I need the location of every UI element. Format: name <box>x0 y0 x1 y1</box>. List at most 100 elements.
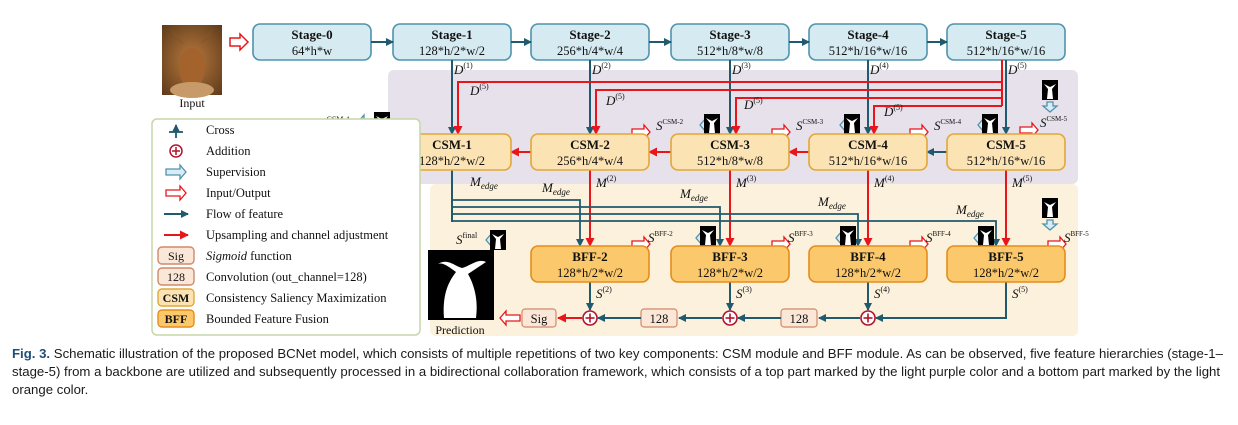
gt-map-silhouette <box>702 230 714 245</box>
csm-box-tag: CSM <box>163 291 190 305</box>
s-symbol-5: S(5) <box>1012 285 1028 301</box>
bff-2-box-title: BFF-2 <box>572 249 607 264</box>
gt-map-silhouette <box>492 234 504 249</box>
stage-5-box-dims: 512*h/16*w/16 <box>967 44 1045 58</box>
s-csm-5-symbol: SCSM-5 <box>1040 115 1068 130</box>
bff-box <box>157 309 195 328</box>
legend-item-sig-box: Sig Sigmoid function <box>157 246 293 265</box>
sig-box <box>521 308 557 328</box>
gt-icon-bff-4 <box>978 226 994 246</box>
figure-caption: Fig. 3. Schematic illustration of the pr… <box>12 345 1226 399</box>
d-symbol-4: D(4) <box>869 61 889 77</box>
m-edge-arrow <box>452 213 862 247</box>
s-symbol-3: S(3) <box>736 285 752 301</box>
conv-label: 128 <box>790 312 809 326</box>
stage-1-box-title: Stage-1 <box>431 27 472 42</box>
prediction-final-map <box>428 250 494 320</box>
d-symbol-5: D(5) <box>1007 61 1027 77</box>
gt-map-silhouette <box>706 118 718 133</box>
legend-label: Supervision <box>206 165 266 179</box>
s-bff-3-symbol: SBFF-3 <box>788 230 813 245</box>
bff-4-box-frame <box>808 245 928 283</box>
caption-label: Fig. 3. <box>12 346 51 361</box>
d-symbol-3: D(3) <box>731 61 751 77</box>
csm-1-box-dims: 128*h/2*w/2 <box>419 154 485 168</box>
d5-upsample-arrow <box>869 105 1002 135</box>
stage-4-box-dims: 512*h/16*w/16 <box>829 44 907 58</box>
csm-4-box-dims: 512*h/16*w/16 <box>829 154 907 168</box>
caption-text: Schematic illustration of the proposed B… <box>12 346 1223 397</box>
d5-symbol-a: D(5) <box>469 82 489 98</box>
bff-3-box-frame <box>670 245 790 283</box>
csm-3-box-frame <box>670 133 790 171</box>
final-output-arrow <box>499 309 521 327</box>
s-final-symbol: Sfinal <box>456 231 478 247</box>
m-edge-arrow <box>452 199 584 247</box>
s-symbol-4: S(4) <box>874 285 890 301</box>
supervision-arrow <box>1041 219 1059 231</box>
gt-map-silhouette <box>1044 84 1056 99</box>
m-edge-symbol-3: Medge <box>679 186 708 203</box>
legend-label: Bounded Feature Fusion <box>206 312 330 326</box>
legend-label: Input/Output <box>206 186 271 200</box>
d5-symbol-b: D(5) <box>605 92 625 108</box>
legend-label: Cross <box>206 123 235 137</box>
stage-0-box-title: Stage-0 <box>291 27 332 42</box>
gt-map-silhouette <box>984 118 996 133</box>
stage-3-box-dims: 512*h/8*w/8 <box>697 44 763 58</box>
bff-4-box-title: BFF-4 <box>850 249 886 264</box>
csm-2-box-dims: 256*h/4*w/4 <box>557 154 624 168</box>
m-symbol-3: M(3) <box>735 174 757 190</box>
m-symbol-5: M(5) <box>1011 174 1033 190</box>
csm-2-box-frame <box>530 133 650 171</box>
conv-box <box>157 267 195 286</box>
gt-icon-bff-5 <box>1042 198 1058 218</box>
legend-item-addition-icon: Addition <box>169 144 251 158</box>
conv-label: 128 <box>650 312 669 326</box>
stage-5-box-title: Stage-5 <box>985 27 1027 42</box>
bff-5-box-dims: 128*h/2*w/2 <box>973 266 1039 280</box>
bff-4-box-dims: 128*h/2*w/2 <box>835 266 901 280</box>
csm-5-box-title: CSM-5 <box>986 137 1026 152</box>
csm-4-box: CSM-4 512*h/16*w/16 <box>808 133 928 171</box>
csm-4-box-title: CSM-4 <box>848 137 888 152</box>
s-csm-3-symbol: SCSM-3 <box>796 118 824 133</box>
s-csm-4-symbol: SCSM-4 <box>934 118 962 133</box>
sig-label: Sig <box>531 312 548 326</box>
gt-icon-csm-3 <box>844 114 860 134</box>
conv-box-tag: 128 <box>167 270 185 284</box>
s-symbol-2: S(2) <box>596 285 612 301</box>
legend-item-input-output-arrow-icon: Input/Output <box>165 184 271 202</box>
m-symbol-2: M(2) <box>595 174 617 190</box>
stage-2-box-dims: 256*h/4*w/4 <box>557 44 624 58</box>
gt-icon-csm-2 <box>704 114 720 134</box>
d5-upsample-arrow <box>731 97 1002 135</box>
input-arrow <box>229 32 250 52</box>
csm-4-box-frame <box>808 133 928 171</box>
gt-icon-csm-4 <box>982 114 998 134</box>
d5-upsample-arrow <box>591 89 1002 135</box>
legend-item-flow-arrow-icon: Flow of feature <box>164 207 284 221</box>
supervision-arrow-icon <box>165 163 187 181</box>
d5-upsample-arrow <box>453 81 1002 135</box>
gt-map-silhouette <box>1044 202 1056 217</box>
legend-label: Flow of feature <box>206 207 284 221</box>
bff-2-box-dims: 128*h/2*w/2 <box>557 266 623 280</box>
legend-label: Sigmoid function <box>206 249 293 263</box>
stage-1-box-dims: 128*h/2*w/2 <box>419 44 485 58</box>
stage-1-box: Stage-1 128*h/2*w/2 <box>392 23 512 61</box>
m-symbol-4: M(4) <box>873 174 895 190</box>
gt-icon-final <box>490 230 506 250</box>
csm-3-box-dims: 512*h/8*w/8 <box>697 154 763 168</box>
bff-4-box: BFF-4 128*h/2*w/2 <box>808 245 928 283</box>
bff-5-box-frame <box>946 245 1066 283</box>
legend-label: Upsampling and channel adjustment <box>206 228 389 242</box>
legend-panel <box>151 118 421 336</box>
sig-box-tag: Sig <box>168 249 184 263</box>
d-symbol-2: D(2) <box>591 61 611 77</box>
